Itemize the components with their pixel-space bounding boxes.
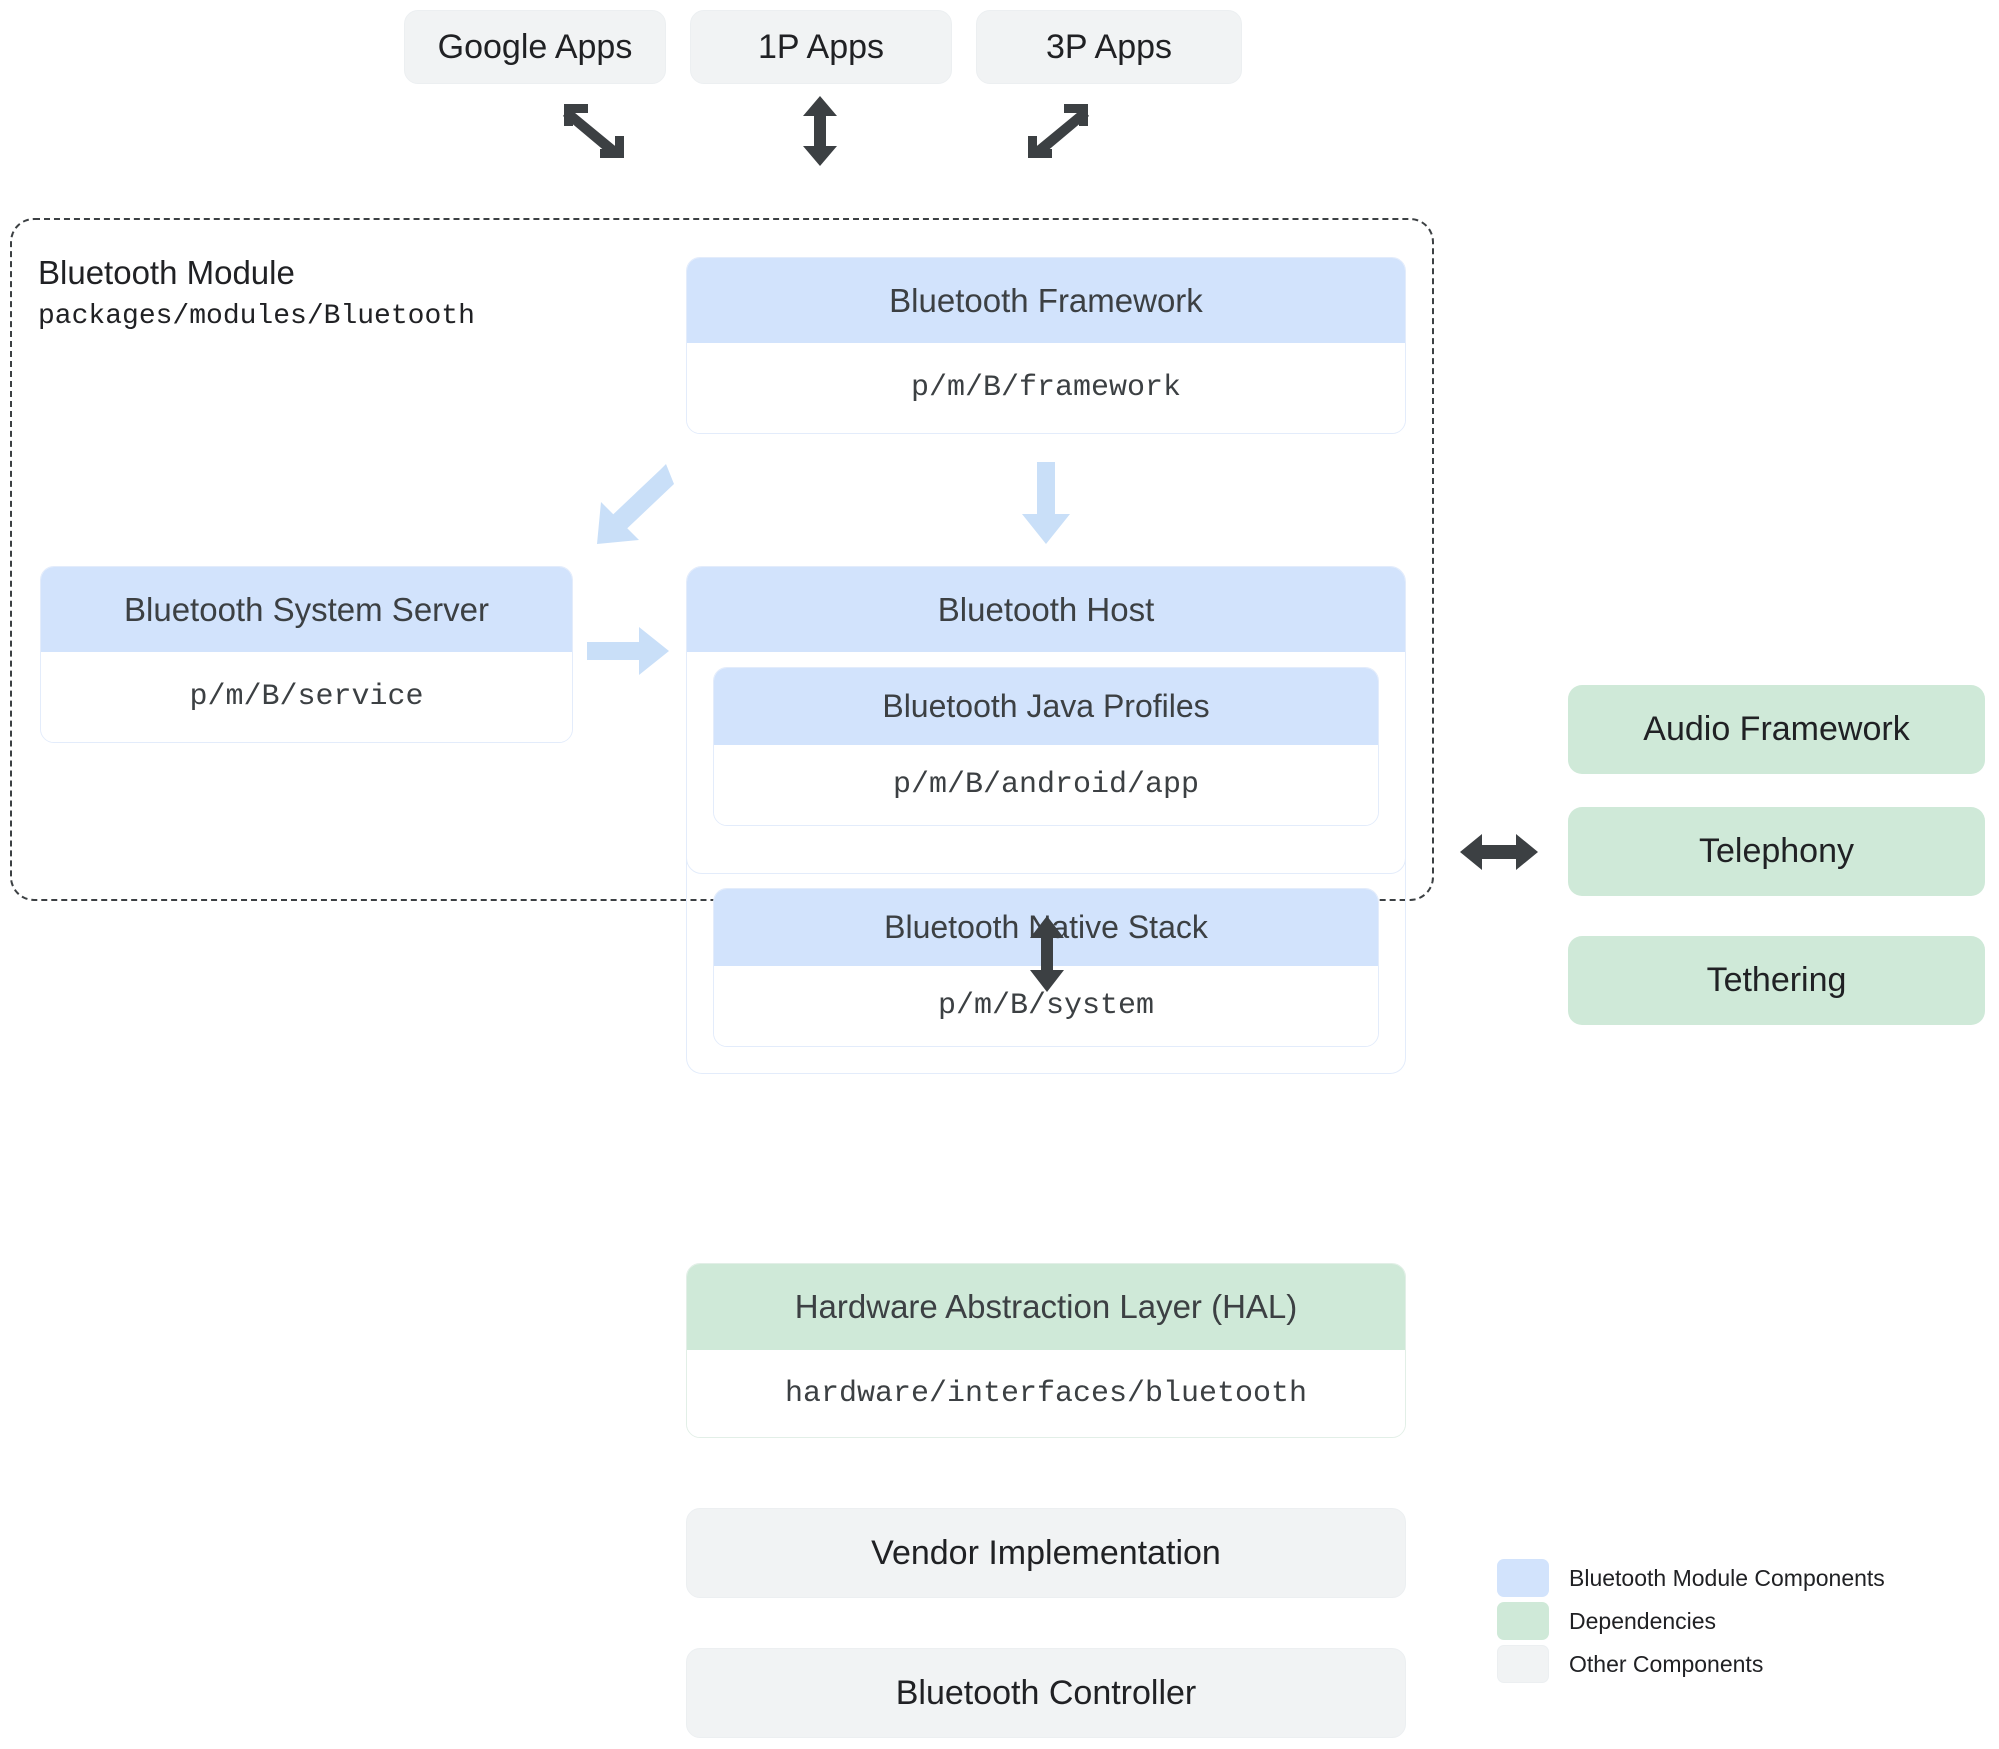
arrow-3p-apps-to-module-icon (1028, 104, 1089, 158)
component-title: Bluetooth Framework (889, 281, 1203, 319)
box-bluetooth-controller[interactable]: Bluetooth Controller (686, 1648, 1406, 1738)
arrow-google-apps-to-module-icon (563, 104, 624, 158)
arrow-framework-to-system-server-icon (597, 464, 674, 544)
component-title: Bluetooth Host (937, 590, 1155, 628)
component-header: Hardware Abstraction Layer (HAL) (687, 1264, 1405, 1350)
dependency-box-tethering[interactable]: Tethering (1568, 936, 1985, 1025)
component-header: Bluetooth System Server (41, 567, 572, 652)
component-path: p/m/B/android/app (892, 768, 1200, 802)
legend: Bluetooth Module Components Dependencies… (1497, 1557, 1885, 1686)
component-header: Bluetooth Host (687, 567, 1405, 652)
component-bluetooth-framework[interactable]: Bluetooth Framework p/m/B/framework (686, 257, 1406, 434)
app-box-label: 1P Apps (757, 27, 885, 66)
dependency-label: Audio Framework (1643, 710, 1910, 748)
component-title: Bluetooth System Server (124, 590, 489, 628)
legend-swatch-blue (1497, 1559, 1549, 1597)
app-box-label: Google Apps (437, 27, 633, 66)
component-path: p/m/B/system (937, 989, 1155, 1023)
component-path: p/m/B/service (189, 680, 424, 714)
arrow-host-to-dependencies-icon (1460, 834, 1538, 870)
arrow-framework-to-host-icon (1022, 462, 1070, 544)
component-path-row: p/m/B/service (41, 652, 572, 742)
component-title: Bluetooth Java Profiles (882, 688, 1210, 724)
box-label: Vendor Implementation (871, 1533, 1221, 1572)
component-bluetooth-java-profiles[interactable]: Bluetooth Java Profiles p/m/B/android/ap… (713, 667, 1379, 826)
legend-label: Bluetooth Module Components (1569, 1564, 1885, 1591)
legend-item-other-components: Other Components (1497, 1643, 1885, 1685)
component-path: hardware/interfaces/bluetooth (784, 1376, 1308, 1411)
app-box-label: 3P Apps (1045, 27, 1173, 66)
legend-item-dependencies: Dependencies (1497, 1600, 1885, 1642)
arrow-module-to-hal-icon (1030, 916, 1064, 992)
dependency-label: Telephony (1698, 832, 1854, 870)
box-vendor-implementation[interactable]: Vendor Implementation (686, 1508, 1406, 1598)
legend-label: Other Components (1569, 1650, 1764, 1677)
component-title: Hardware Abstraction Layer (HAL) (794, 1288, 1298, 1325)
legend-label: Dependencies (1569, 1607, 1717, 1634)
component-path-row: hardware/interfaces/bluetooth (687, 1350, 1405, 1437)
module-title: Bluetooth Module (38, 254, 295, 291)
dependency-label: Tethering (1706, 961, 1847, 999)
component-path-row: p/m/B/android/app (714, 745, 1378, 825)
arrow-system-server-to-host-icon (587, 627, 669, 675)
dependency-box-telephony[interactable]: Telephony (1568, 807, 1985, 896)
component-path-row: p/m/B/framework (687, 343, 1405, 433)
component-hal[interactable]: Hardware Abstraction Layer (HAL) hardwar… (686, 1263, 1406, 1438)
legend-swatch-green (1497, 1602, 1549, 1640)
arrow-1p-apps-to-module-icon (803, 96, 837, 166)
component-header: Bluetooth Framework (687, 258, 1405, 343)
box-label: Bluetooth Controller (895, 1673, 1197, 1712)
component-path: p/m/B/framework (910, 371, 1182, 405)
legend-item-module-components: Bluetooth Module Components (1497, 1557, 1885, 1599)
app-box-3p-apps[interactable]: 3P Apps (976, 10, 1242, 84)
app-box-google-apps[interactable]: Google Apps (404, 10, 666, 84)
app-box-1p-apps[interactable]: 1P Apps (690, 10, 952, 84)
module-path: packages/modules/Bluetooth (38, 301, 475, 332)
dependency-box-audio-framework[interactable]: Audio Framework (1568, 685, 1985, 774)
legend-swatch-grey (1497, 1645, 1549, 1683)
component-bluetooth-system-server[interactable]: Bluetooth System Server p/m/B/service (40, 566, 573, 743)
component-header: Bluetooth Java Profiles (714, 668, 1378, 745)
